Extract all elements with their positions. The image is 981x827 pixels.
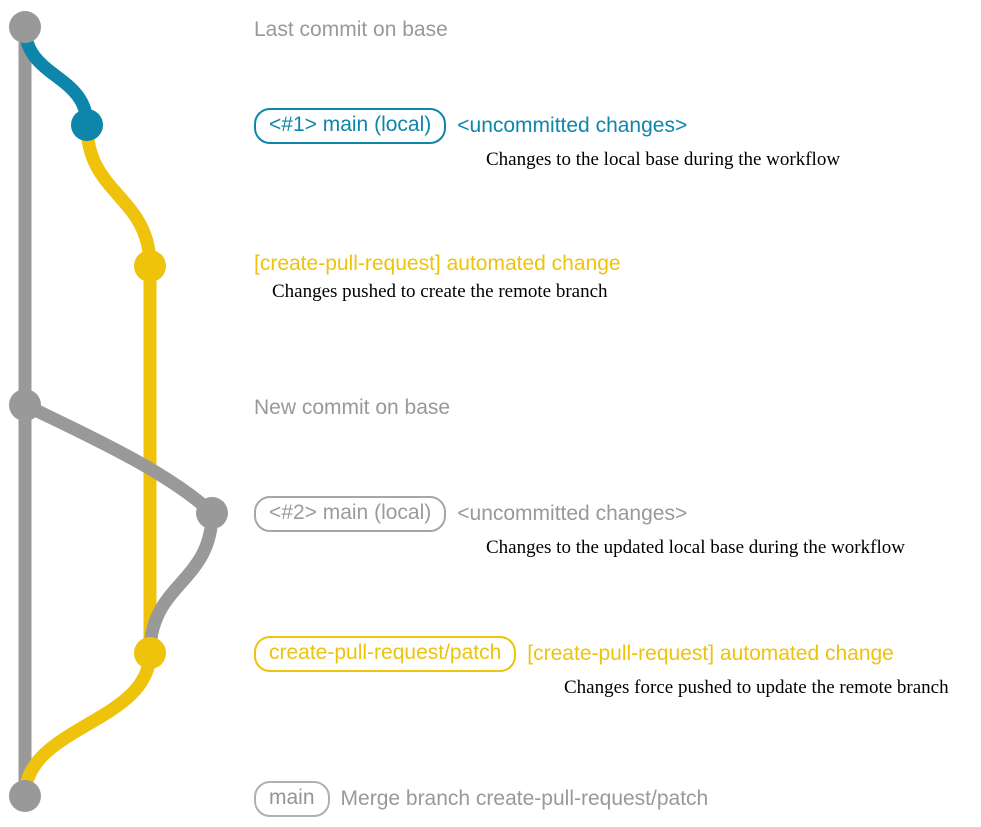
- commit-node-remote-2[interactable]: [134, 637, 166, 669]
- commit-row-automated-change-1: [create-pull-request] automated change C…: [254, 252, 621, 302]
- commit-row-new-commit-on-base: New commit on base: [254, 396, 450, 420]
- commit-message: <uncommitted changes>: [457, 114, 688, 137]
- commit-note: Changes force pushed to update the remot…: [564, 676, 949, 698]
- commit-note: Changes to the updated local base during…: [486, 536, 905, 558]
- commit-node-local-2[interactable]: [196, 497, 228, 529]
- commit-headline: [create-pull-request] automated change: [254, 252, 621, 276]
- commit-row-merge-commit: main Merge branch create-pull-request/pa…: [254, 781, 708, 817]
- commit-row-local-change-2: <#2> main (local) <uncommitted changes> …: [254, 496, 905, 558]
- commit-note: Changes to the local base during the wor…: [486, 148, 841, 170]
- edge-local1-to-remote1: [80, 118, 157, 273]
- commit-node-base-new[interactable]: [9, 389, 41, 421]
- commit-message: <uncommitted changes>: [457, 502, 688, 525]
- commit-note: Changes pushed to create the remote bran…: [272, 280, 608, 302]
- commit-node-base-merge[interactable]: [9, 780, 41, 812]
- commit-row-automated-change-2: create-pull-request/patch [create-pull-r…: [254, 636, 949, 698]
- commit-nodes: [9, 11, 228, 812]
- edge-basenew-to-local2: [18, 398, 219, 520]
- commit-headline: create-pull-request/patch [create-pull-r…: [254, 636, 949, 672]
- commit-node-remote-1[interactable]: [134, 250, 166, 282]
- commit-row-local-change-1: <#1> main (local) <uncommitted changes> …: [254, 108, 840, 170]
- commit-message: Last commit on base: [254, 18, 448, 41]
- commit-headline: <#1> main (local) <uncommitted changes>: [254, 108, 840, 144]
- branch-badge-create-pull-request-patch[interactable]: create-pull-request/patch: [254, 636, 517, 672]
- commit-node-local-1[interactable]: [71, 109, 103, 141]
- commit-row-last-commit-on-base: Last commit on base: [254, 18, 448, 42]
- commit-message: [create-pull-request] automated change: [254, 252, 621, 275]
- commit-node-base-last[interactable]: [9, 11, 41, 43]
- edge-remote2-to-merge: [18, 646, 157, 803]
- commit-message: [create-pull-request] automated change: [527, 642, 894, 665]
- branch-badge-main[interactable]: main: [254, 781, 330, 817]
- git-commit-graph: [9, 11, 228, 812]
- branch-badge-main-local-1[interactable]: <#1> main (local): [254, 108, 447, 144]
- commit-headline: <#2> main (local) <uncommitted changes>: [254, 496, 905, 532]
- commit-headline: Last commit on base: [254, 18, 448, 42]
- commit-headline: New commit on base: [254, 396, 450, 420]
- commit-message: New commit on base: [254, 396, 451, 419]
- edge-local2-to-remote2: [143, 506, 219, 660]
- commit-headline: main Merge branch create-pull-request/pa…: [254, 781, 708, 817]
- branch-badge-main-local-2[interactable]: <#2> main (local): [254, 496, 447, 532]
- commit-message: Merge branch create-pull-request/patch: [340, 787, 709, 810]
